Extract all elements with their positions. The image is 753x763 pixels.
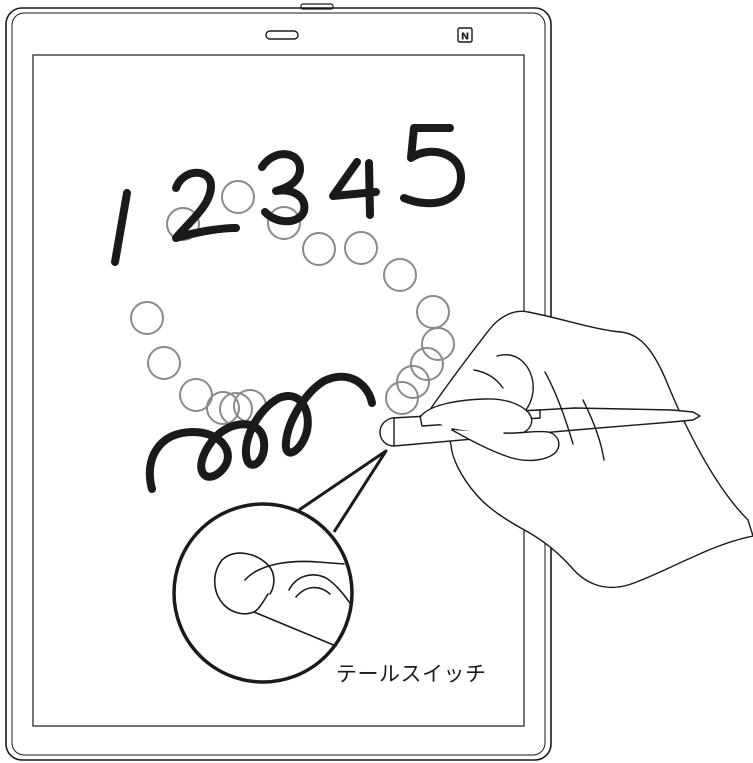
- handwritten-loops: [145, 372, 376, 493]
- digit-5: [400, 124, 465, 208]
- tail-switch-closeup: [213, 552, 351, 647]
- digit-3: [258, 150, 309, 226]
- tablet-top-button: [300, 3, 334, 10]
- knuckle-line: [473, 369, 504, 389]
- digit-2: [172, 168, 240, 242]
- nfc-icon: N: [457, 27, 473, 43]
- digit-4: [329, 158, 380, 219]
- handwritten-digits: [111, 124, 465, 266]
- magnifier-circle: [172, 502, 354, 684]
- hand-with-stylus: [379, 310, 753, 589]
- hand-outline: [426, 310, 753, 589]
- svg-text:N: N: [461, 32, 469, 43]
- middle-finger: [496, 354, 534, 411]
- tablet-earpiece: [265, 30, 299, 40]
- digit-1: [111, 189, 131, 266]
- tail-switch-caption: テールスイッチ: [336, 662, 487, 686]
- callout-pointer: [298, 449, 388, 533]
- palm-crease: [544, 371, 605, 461]
- thumb: [451, 429, 560, 462]
